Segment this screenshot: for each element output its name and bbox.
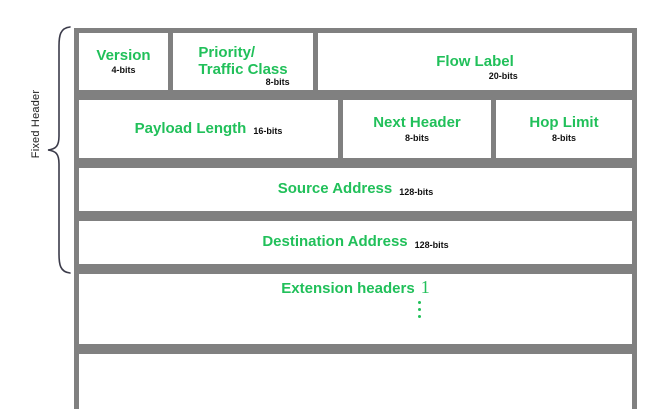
field-next-header-label: Next Header xyxy=(373,114,461,132)
field-extension-headers: Extension headers 1 xyxy=(79,274,632,344)
field-priority-label-line1: Priority/ xyxy=(198,44,256,62)
field-hop-limit: Hop Limit 8-bits xyxy=(491,100,632,158)
vertical-ellipsis-icon xyxy=(418,300,421,318)
field-source-address-label: Source Address xyxy=(277,180,393,198)
field-destination-address: Destination Address 128-bits xyxy=(79,221,632,264)
header-row-4: Destination Address 128-bits xyxy=(74,216,637,269)
field-version-label: Version xyxy=(96,46,151,64)
field-priority-label-line2: Traffic Class xyxy=(198,60,288,78)
field-next-header: Next Header 8-bits xyxy=(338,100,491,158)
field-flow-label: Flow Label 20-bits xyxy=(313,33,632,90)
header-row-3: Source Address 128-bits xyxy=(74,163,637,216)
field-flow-label-bits: 20-bits xyxy=(488,70,518,81)
fixed-header-label: Fixed Header xyxy=(30,89,42,159)
header-row-2: Payload Length 16-bits Next Header 8-bit… xyxy=(74,95,637,163)
header-row-1: Version 4-bits Priority/ Traffic Class 8… xyxy=(74,28,637,95)
field-flow-label-label: Flow Label xyxy=(436,52,514,70)
fixed-header-brace xyxy=(44,24,74,276)
field-empty-continuation xyxy=(79,354,632,409)
field-hop-limit-label: Hop Limit xyxy=(529,114,599,132)
field-source-address: Source Address 128-bits xyxy=(79,168,632,211)
field-payload-length-bits: 16-bits xyxy=(253,126,283,137)
field-next-header-bits: 8-bits xyxy=(404,132,429,143)
field-destination-address-label: Destination Address xyxy=(262,233,408,251)
field-source-address-bits: 128-bits xyxy=(399,186,434,197)
field-extension-headers-label: Extension headers xyxy=(281,279,415,297)
field-priority-traffic-class: Priority/ Traffic Class 8-bits xyxy=(168,33,313,90)
header-row-6-empty xyxy=(74,349,637,409)
field-version: Version 4-bits xyxy=(79,33,168,90)
field-payload-length-label: Payload Length xyxy=(134,119,247,137)
field-version-bits: 4-bits xyxy=(111,65,136,76)
field-hop-limit-bits: 8-bits xyxy=(551,132,576,143)
header-row-5: Extension headers 1 xyxy=(74,269,637,349)
field-extension-headers-index: 1 xyxy=(420,276,430,297)
field-destination-address-bits: 128-bits xyxy=(414,239,449,250)
field-payload-length: Payload Length 16-bits xyxy=(79,100,338,158)
field-priority-bits: 8-bits xyxy=(265,76,290,87)
